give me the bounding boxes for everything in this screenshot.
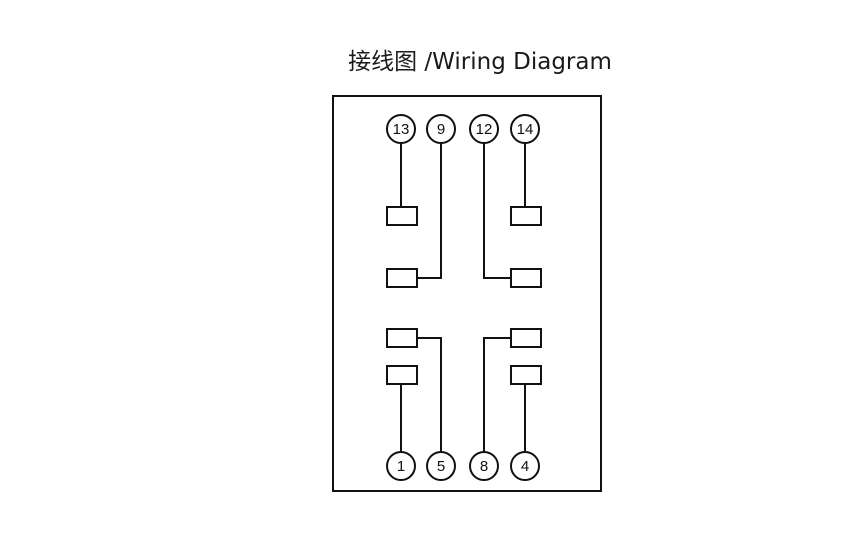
pin-1-label: 1 [397, 458, 405, 475]
contact-block-left-2 [386, 268, 418, 288]
contact-block-left-4 [386, 365, 418, 385]
contact-block-right-3 [510, 328, 542, 348]
wire-pin-8 [483, 337, 511, 452]
contact-block-left-1 [386, 206, 418, 226]
contact-block-right-1 [510, 206, 542, 226]
pin-14-label: 14 [517, 121, 534, 138]
pin-8: 8 [469, 451, 499, 481]
pin-9-label: 9 [437, 121, 445, 138]
pin-9: 9 [426, 114, 456, 144]
pin-12-label: 12 [476, 121, 493, 138]
relay-outline [332, 95, 602, 492]
pin-14: 14 [510, 114, 540, 144]
pin-1: 1 [386, 451, 416, 481]
pin-4: 4 [510, 451, 540, 481]
pin-13: 13 [386, 114, 416, 144]
contact-block-left-3 [386, 328, 418, 348]
diagram-title: 接线图 /Wiring Diagram [348, 49, 612, 75]
contact-block-right-2 [510, 268, 542, 288]
wire-pin-5 [417, 337, 442, 452]
pin-8-label: 8 [480, 458, 488, 475]
wire-pin-9 [417, 143, 442, 279]
wire-pin-12 [483, 143, 511, 279]
contact-block-right-4 [510, 365, 542, 385]
pin-13-label: 13 [393, 121, 410, 138]
pin-5-label: 5 [437, 458, 445, 475]
pin-4-label: 4 [521, 458, 529, 475]
pin-12: 12 [469, 114, 499, 144]
pin-5: 5 [426, 451, 456, 481]
